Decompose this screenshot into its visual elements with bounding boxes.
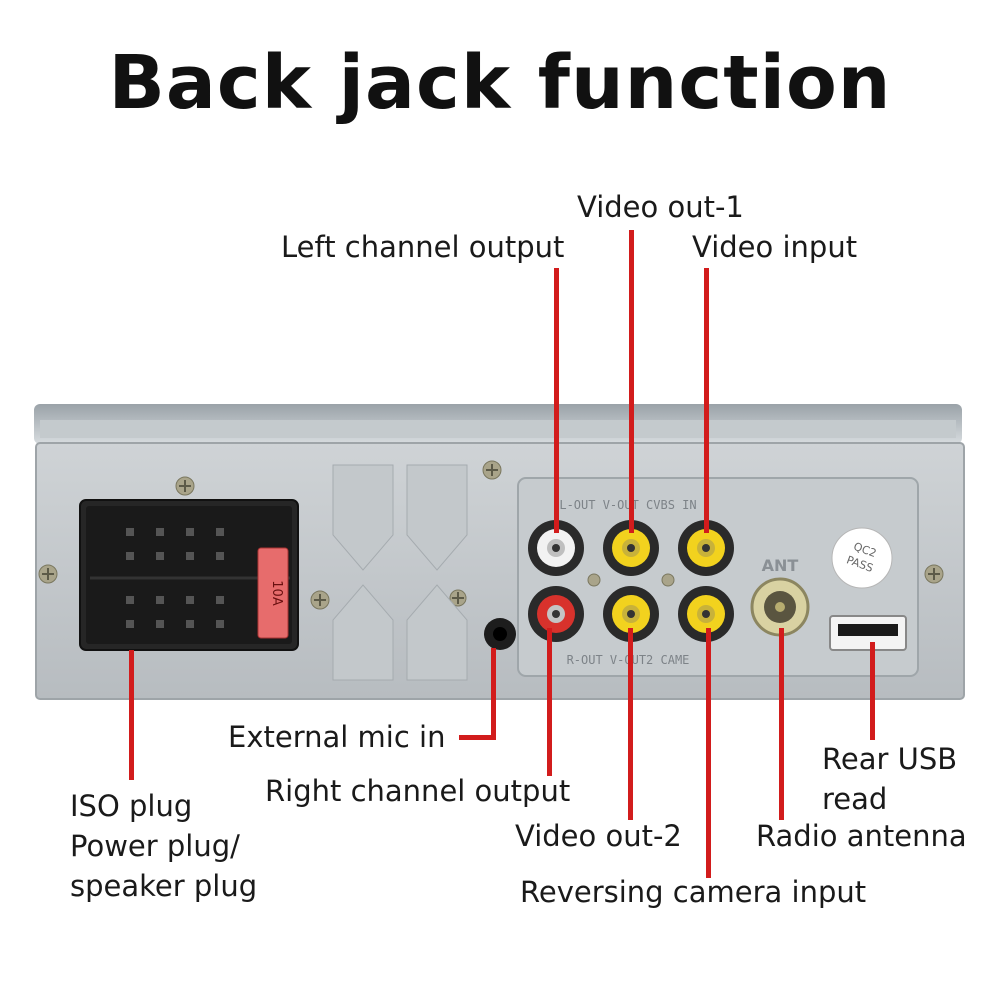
fuse-label: 10A — [269, 580, 284, 606]
housing-top-strip — [40, 420, 956, 438]
embossed-shape-2 — [406, 464, 468, 571]
label-video-out-1: Video out-1 — [577, 190, 744, 224]
screw-right — [924, 564, 944, 584]
jack-video-out-1 — [603, 520, 659, 576]
callout-line-radio-antenna — [779, 628, 784, 820]
iso-pins — [126, 528, 224, 628]
screw-left — [38, 564, 58, 584]
label-rear-usb-read: Rear USB read — [822, 742, 958, 816]
label-external-mic-in: External mic in — [228, 720, 446, 754]
callout-line-mic-h — [459, 735, 496, 740]
callout-line-reversing-camera — [706, 628, 711, 878]
screw-mid2 — [449, 589, 467, 607]
rear-usb-port — [829, 615, 907, 651]
label-right-channel-output: Right channel output — [265, 774, 571, 808]
jack-external-mic-in — [484, 618, 516, 650]
label-video-input: Video input — [692, 230, 858, 264]
callout-line-mic-v — [491, 648, 496, 740]
radio-antenna-socket — [750, 577, 810, 637]
callout-line-rear-usb — [870, 642, 875, 740]
screw-top-mid — [482, 460, 502, 480]
callout-line-right-channel — [547, 628, 552, 776]
label-video-out-2: Video out-2 — [515, 819, 682, 853]
callout-line-video-out-2 — [628, 628, 633, 820]
callout-line-video-input — [704, 268, 709, 533]
screw-top-left — [175, 476, 195, 496]
jack-left-channel-output — [528, 520, 584, 576]
jack-video-out-2 — [603, 586, 659, 642]
jack-video-input — [678, 520, 734, 576]
screw-mid — [310, 590, 330, 610]
ant-marking: ANT — [762, 556, 799, 575]
page-title: Back jack function — [108, 40, 892, 126]
label-iso-plug: ISO plug Power plug/ speaker plug — [70, 789, 258, 903]
jack-reversing-camera-input — [678, 586, 734, 642]
fuse — [257, 547, 289, 639]
label-reversing-camera-input: Reversing camera input — [520, 875, 867, 909]
rca-top-markings: L-OUT V-OUT CVBS IN — [559, 498, 696, 512]
callout-line-left-channel — [554, 268, 559, 533]
embossed-shape-1 — [332, 464, 394, 571]
embossed-shape-4 — [406, 584, 468, 681]
embossed-shape-3 — [332, 584, 394, 681]
qc-pass-sticker: QC2 PASS — [831, 527, 893, 589]
label-radio-antenna: Radio antenna — [756, 819, 967, 853]
jack-right-channel-output — [528, 586, 584, 642]
label-left-channel-output: Left channel output — [281, 230, 565, 264]
callout-line-video-out-1 — [629, 230, 634, 533]
callout-line-iso-plug — [129, 650, 134, 780]
